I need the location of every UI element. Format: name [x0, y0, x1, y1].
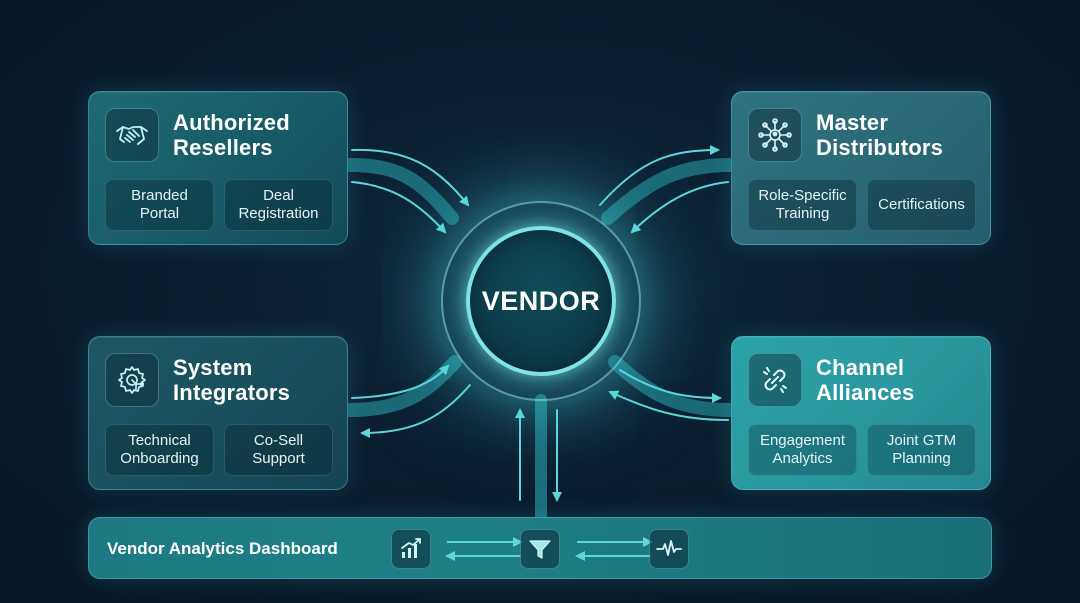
chip-role-specific-training: Role-Specific Training	[748, 179, 857, 231]
chip-engagement-analytics: Engagement Analytics	[748, 424, 857, 476]
flow-si-wide	[343, 355, 462, 417]
master-distributors-card: Master Distributors Role-Specific Traini…	[731, 91, 991, 245]
card-title: Master Distributors	[816, 110, 944, 160]
card-title: System Integrators	[173, 355, 291, 405]
channel-alliances-card: Channel Alliances Engagement Analytics J…	[731, 336, 991, 490]
flow-md-arrow-2	[630, 181, 729, 234]
flow-ar-arrow-1	[351, 148, 470, 207]
chip-certifications: Certifications	[867, 179, 976, 231]
chip-technical-onboarding: Technical Onboarding	[105, 424, 214, 476]
flow-ar-wide	[343, 158, 459, 225]
card-title: Authorized Resellers	[173, 110, 290, 160]
dashboard-exchange-arrows-1	[445, 537, 523, 561]
chip-branded-portal: Branded Portal	[105, 179, 214, 231]
bar-chart-icon	[391, 529, 431, 569]
system-integrators-card: System Integrators Technical Onboarding …	[88, 336, 348, 490]
handshake-icon	[105, 108, 159, 162]
dashboard-exchange-arrows-2	[575, 537, 653, 561]
flow-ar-arrow-2	[351, 181, 447, 234]
flow-md-arrow-1	[599, 145, 720, 206]
flow-ca-wide	[608, 355, 737, 417]
pulse-icon	[649, 529, 689, 569]
gear-circuit-icon	[105, 353, 159, 407]
flow-ca-arrow-1	[619, 369, 722, 403]
flow-si-arrow-2	[360, 384, 471, 438]
vendor-hub-label: VENDOR	[481, 285, 601, 316]
chip-co-sell-support: Co-Sell Support	[224, 424, 333, 476]
dashboard-title: Vendor Analytics Dashboard	[107, 539, 338, 558]
chain-link-icon	[748, 353, 802, 407]
chip-deal-registration: Deal Registration	[224, 179, 333, 231]
card-title: Channel Alliances	[816, 355, 915, 405]
network-hub-icon	[748, 108, 802, 162]
vendor-hub: VENDOR	[466, 226, 616, 376]
authorized-resellers-card: Authorized Resellers Branded Portal Deal…	[88, 91, 348, 245]
flow-md-wide	[601, 158, 737, 225]
flow-ca-arrow-2	[608, 390, 729, 421]
chip-joint-gtm-planning: Joint GTM Planning	[867, 424, 976, 476]
flow-si-arrow-1	[351, 364, 450, 399]
funnel-icon	[520, 529, 560, 569]
vendor-analytics-dashboard-bar: Vendor Analytics Dashboard	[88, 517, 992, 579]
